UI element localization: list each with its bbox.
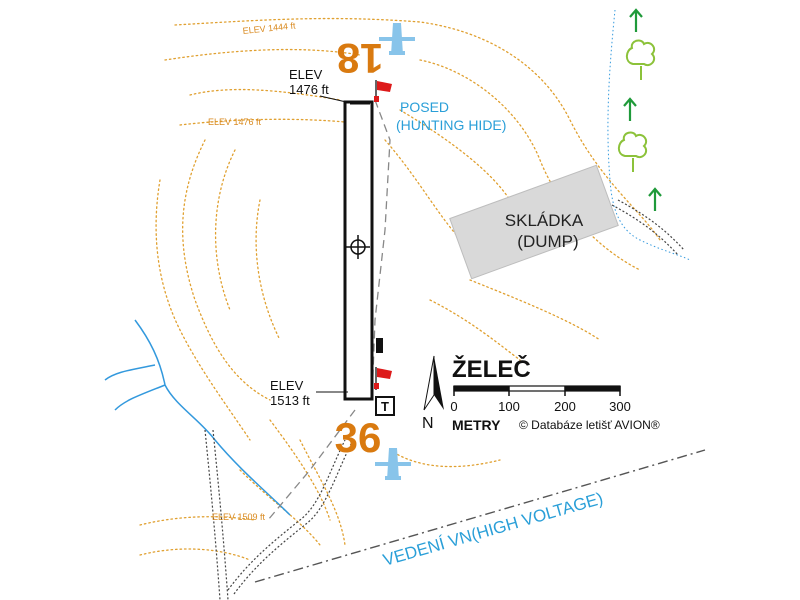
- windsock-north-icon: [374, 80, 392, 102]
- roads: [204, 199, 685, 600]
- power-line: [254, 449, 706, 583]
- forest-edge: [607, 9, 691, 261]
- database-credit: © Databáze letišť AVION®: [519, 418, 660, 432]
- dump-label-line2: (DUMP): [517, 232, 578, 251]
- airfield-title: ŽELEČ: [452, 355, 531, 383]
- aircraft-icon-south: [375, 448, 411, 480]
- scale-unit: METRY: [452, 417, 501, 433]
- windsock-south-icon: [374, 367, 392, 390]
- runway-number-36: 36: [335, 414, 382, 461]
- south-elev-value: 1513 ft: [270, 393, 310, 408]
- south-elev-label: ELEV: [270, 378, 304, 393]
- deciduous-tree-icon: [625, 39, 656, 80]
- runway: [343, 100, 374, 401]
- scale-tick-0: 0: [450, 399, 457, 414]
- north-arrow-label: N: [422, 415, 434, 432]
- conifer-tree-icon: [623, 97, 637, 121]
- scale-tick-200: 200: [554, 399, 576, 414]
- contour-label-1444: ELEV 1444 ft: [242, 20, 296, 36]
- north-elev-leader: [319, 95, 356, 105]
- landing-tee-label: T: [381, 399, 389, 414]
- aircraft-icon-north: [379, 23, 415, 55]
- contour-label-1509: ELEV 1509 ft: [212, 512, 266, 522]
- dump-label-line1: SKLÁDKA: [505, 211, 584, 230]
- hunting-hide-label-line2: (HUNTING HIDE): [396, 117, 506, 133]
- north-arrow-icon: [423, 355, 444, 411]
- hunting-hide-label-line1: POSED: [400, 99, 449, 115]
- approach-lines: [267, 99, 391, 521]
- streams: [104, 319, 291, 516]
- scale-tick-100: 100: [498, 399, 520, 414]
- contour-label-1476: ELEV 1476 ft: [208, 117, 262, 127]
- north-elev-value: 1476 ft: [289, 82, 329, 97]
- deciduous-tree-icon: [617, 131, 648, 172]
- landing-tee-marker: [375, 396, 395, 416]
- hangar-block: [376, 338, 383, 353]
- scale-bar: [453, 385, 621, 396]
- power-line-label: VEDENÍ VN(HIGH VOLTAGE): [381, 489, 605, 570]
- conifer-tree-icon: [648, 187, 662, 211]
- dump-area: [449, 164, 619, 280]
- conifer-tree-icon: [629, 8, 643, 32]
- runway-number-18: 18: [337, 35, 384, 82]
- north-elev-label: ELEV: [289, 67, 323, 82]
- scale-tick-300: 300: [609, 399, 631, 414]
- aerodrome-reference-point-icon: [346, 235, 370, 259]
